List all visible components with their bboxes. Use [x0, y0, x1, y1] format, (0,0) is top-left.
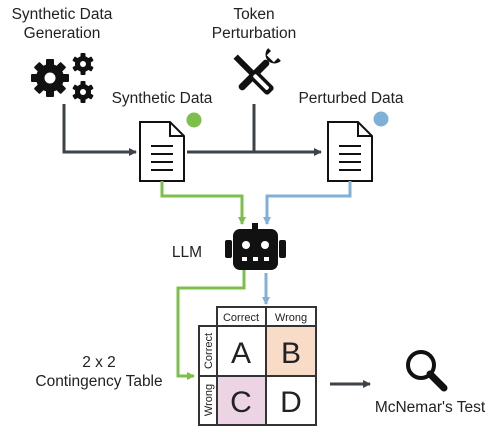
- gears-icon: [31, 53, 94, 103]
- cell-a: A: [231, 337, 251, 370]
- synthetic-data-label: Synthetic Data: [112, 90, 213, 107]
- llm-label: LLM: [172, 244, 202, 261]
- synthetic-generation-label-line2: Generation: [24, 25, 101, 42]
- perturbed-document-icon: [327, 121, 373, 182]
- cell-c: C: [230, 386, 252, 419]
- row-header-wrong: Wrong: [203, 384, 215, 416]
- contingency-label-line2: Contingency Table: [35, 373, 162, 390]
- synthetic-generation-label-line1: Synthetic Data: [12, 6, 113, 23]
- contingency-label-line1: 2 x 2: [82, 354, 116, 371]
- perturbed-data-label: Perturbed Data: [298, 90, 403, 107]
- synthetic-flow-connectors: [160, 181, 246, 380]
- magnifier-icon: [406, 350, 448, 392]
- tools-icon: [233, 48, 281, 95]
- cell-c-background: [217, 376, 266, 425]
- synthetic-document-icon: [139, 121, 185, 182]
- col-header-wrong: Wrong: [275, 312, 307, 324]
- cell-b-background: [266, 326, 316, 376]
- synthetic-data-dot: [186, 112, 202, 128]
- col-header-correct: Correct: [223, 312, 259, 324]
- perturbed-flow-connectors: [262, 181, 352, 305]
- cell-b: B: [281, 337, 301, 370]
- cell-d: D: [280, 386, 302, 419]
- perturbed-data-dot: [373, 111, 389, 127]
- contingency-table: Correct Wrong Correct Wrong A B C D: [198, 306, 317, 426]
- row-header-correct: Correct: [203, 333, 215, 369]
- token-perturbation-label-line2: Perturbation: [212, 25, 296, 42]
- token-perturbation-label-line1: Token: [233, 6, 274, 23]
- robot-icon: [225, 223, 286, 270]
- generation-connectors: [62, 104, 322, 156]
- mcnemar-label: McNemar's Test: [375, 399, 486, 416]
